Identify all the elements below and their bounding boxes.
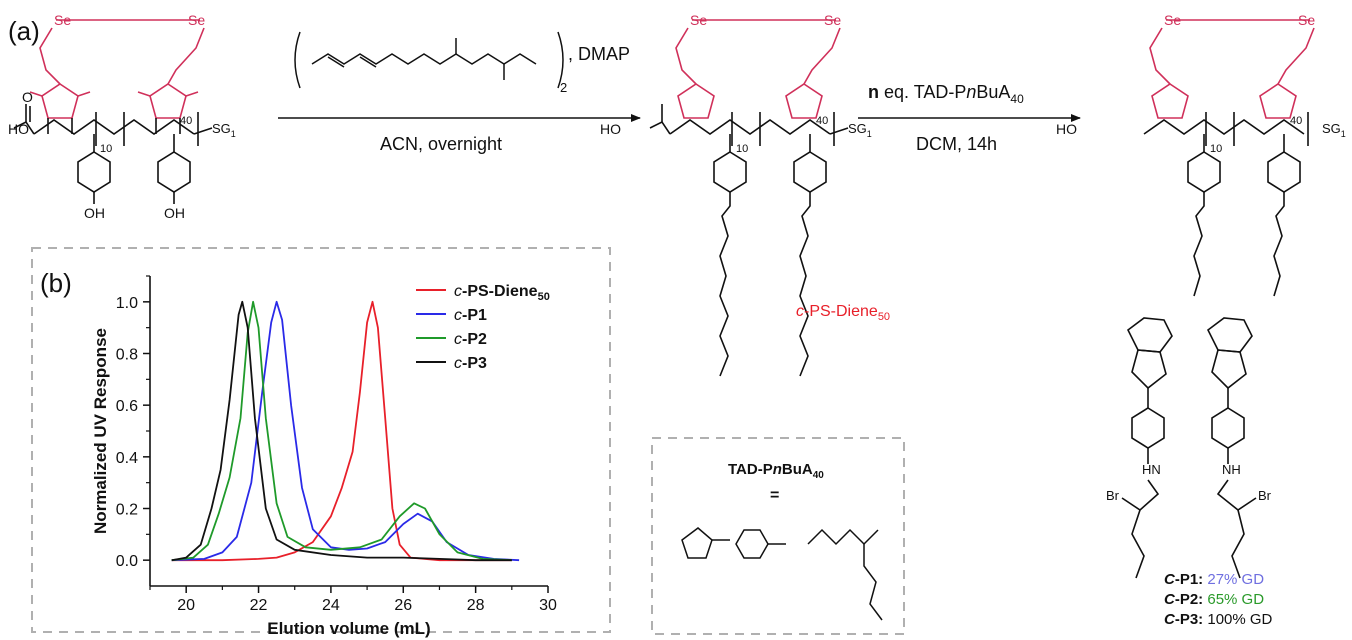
tad-title: TAD-PnBuA40 [728, 461, 824, 481]
dp-40: 40 [1290, 115, 1302, 127]
se-atom: Se [54, 12, 71, 28]
y-tick-label: 0.6 [116, 398, 138, 415]
imide-ring-right [149, 83, 187, 119]
tad-equals: = [770, 487, 779, 504]
intermediate-polymer-structure [649, 19, 849, 377]
product-gd-list: C-P1: 27% GD C-P2: 65% GD C-P3: 100% GD [1164, 571, 1273, 628]
sg-end-group: SG1 [1322, 121, 1346, 139]
se-atom: Se [1164, 12, 1181, 28]
acid-ho: HO [600, 121, 621, 137]
adduct-ring [1126, 317, 1173, 353]
ethyl-linker-right [167, 27, 205, 85]
tad-phenyl [735, 529, 769, 559]
y-tick-label: 0.4 [116, 450, 138, 467]
series-line [171, 300, 512, 562]
reagent-subscript-2: 2 [560, 80, 567, 95]
phenyl-ring [157, 151, 191, 193]
se-atom: Se [690, 12, 707, 28]
y-axis-label: Normalized UV Response [91, 328, 110, 534]
bromine-end: Br [1258, 488, 1272, 503]
triazolidine-ring [1131, 349, 1167, 390]
ethyl-linker-left [39, 27, 61, 85]
triazolidine-ring [1211, 349, 1247, 390]
dp-40: 40 [816, 115, 828, 127]
starting-polymer-labels: Se Se HO O OH OH 10 40 SG1 [8, 12, 236, 221]
y-tick-label: 1.0 [116, 295, 138, 312]
product-polymer-structure [1121, 19, 1315, 579]
y-tick-label: 0.0 [116, 553, 138, 570]
y-tick-label: 0.8 [116, 347, 138, 364]
product-gd-label: C-P2: 65% GD [1164, 591, 1264, 608]
panel-b-label: (b) [40, 268, 72, 298]
acid-ho: HO [8, 121, 29, 137]
series-line [171, 300, 512, 562]
step2-reagent: n eq. TAD-PnBuA40 [868, 82, 1024, 106]
x-tick-label: 30 [539, 597, 557, 614]
x-tick-label: 22 [250, 597, 268, 614]
reaction-step-1: 2 , DMAP ACN, overnight [278, 31, 641, 154]
series-line [171, 300, 512, 562]
diene-succinate-reagent [294, 31, 564, 89]
legend-entry: c-P1 [454, 307, 487, 324]
product-labels: Se Se HO 10 40 SG1 HN NH Br Br [1056, 12, 1346, 503]
amide-hn: HN [1142, 462, 1161, 477]
carbonyl-o: O [22, 89, 33, 105]
imide-ring-left [41, 83, 79, 119]
x-tick-label: 26 [394, 597, 412, 614]
dp-40: 40 [180, 115, 192, 127]
se-atom: Se [188, 12, 205, 28]
polymer-backbone [33, 119, 195, 135]
legend-entry: c-PS-Diene50 [454, 283, 550, 303]
intermediate-labels: Se Se HO 10 40 SG1 [600, 12, 872, 155]
starting-polymer-structure [13, 19, 213, 204]
adduct-ring [1206, 317, 1253, 353]
tad-ring [681, 527, 713, 559]
amide-nh: NH [1222, 462, 1241, 477]
panel-a-label: (a) [8, 16, 40, 46]
se-atom: Se [1298, 12, 1315, 28]
legend-entry: c-P2 [454, 331, 487, 348]
bromine-end: Br [1106, 488, 1120, 503]
legend-entry: c-P3 [454, 355, 487, 372]
sg-end-group: SG1 [212, 121, 236, 139]
step2-condition: DCM, 14h [916, 134, 997, 154]
x-tick-label: 20 [177, 597, 195, 614]
x-tick-label: 24 [322, 597, 340, 614]
hydroxyl-oh: OH [84, 205, 105, 221]
acid-ho: HO [1056, 121, 1077, 137]
step1-condition: ACN, overnight [380, 134, 502, 154]
sg-end-group: SG1 [848, 121, 872, 139]
product-gd-label: C-P3: 100% GD [1164, 611, 1273, 628]
y-tick-label: 0.2 [116, 502, 138, 519]
reaction-step-2: n eq. TAD-PnBuA40 DCM, 14h [858, 82, 1081, 154]
aryl-ring [1131, 407, 1165, 449]
aryl-ring [1211, 407, 1245, 449]
dp-10: 10 [100, 143, 112, 155]
product-gd-label: C-P1: 27% GD [1164, 571, 1264, 588]
intermediate-name: c-PS-Diene50 [796, 303, 890, 323]
dp-10: 10 [736, 143, 748, 155]
x-tick-label: 28 [467, 597, 485, 614]
x-axis-label: Elution volume (mL) [267, 619, 430, 638]
phenyl-ring [77, 151, 111, 193]
tad-definition-content: TAD-PnBuA40 = [681, 461, 883, 621]
dp-10: 10 [1210, 143, 1222, 155]
chart-panel-box [31, 247, 611, 633]
hydroxyl-oh: OH [164, 205, 185, 221]
reagent-dmap: , DMAP [568, 44, 630, 64]
se-atom: Se [824, 12, 841, 28]
tad-structure [681, 527, 883, 621]
